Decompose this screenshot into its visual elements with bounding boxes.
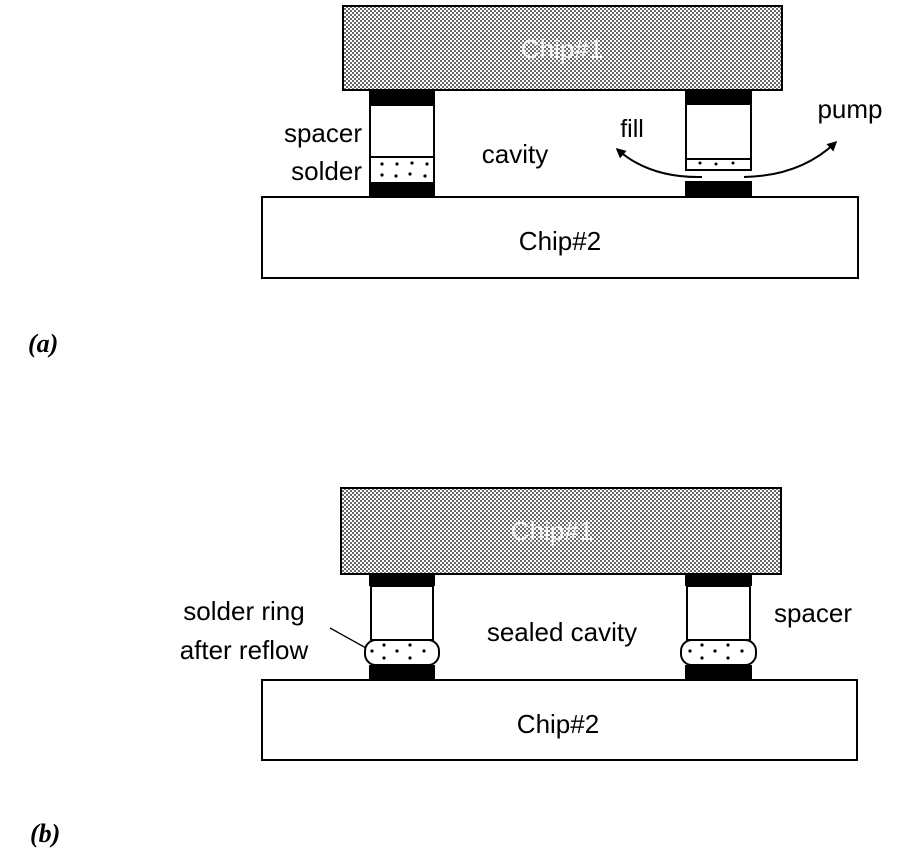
spacer-label-a: spacer	[284, 118, 362, 148]
solder-dots-right-b	[688, 643, 744, 660]
chip1-b-body	[340, 487, 782, 575]
left-spacer-stack-b	[364, 574, 440, 680]
solder-ring-label-line1: solder ring	[183, 596, 304, 626]
chip2-b: Chip#2	[261, 679, 858, 761]
bottom-pad-right-b	[685, 665, 752, 680]
right-spacer-stack-b	[680, 574, 757, 680]
pump-arrow-icon	[743, 140, 838, 178]
panel-a-label: (a)	[28, 329, 58, 358]
solder-dots-right-a	[698, 161, 735, 166]
solder-dots-left-a	[380, 161, 429, 178]
bottom-pad-left-a	[369, 183, 435, 197]
left-spacer-stack-a	[369, 90, 435, 197]
top-pad-left-a	[369, 90, 435, 105]
right-spacer-stack-a	[685, 90, 752, 197]
spacer-left-b	[370, 585, 434, 641]
chip2-a: Chip#2	[261, 196, 859, 279]
solder-ring-right-b	[680, 639, 757, 666]
chip1-b: Chip#1	[340, 487, 782, 575]
panel-b: Chip#1 Chip#2	[30, 487, 858, 848]
solder-ring-label-line2: after reflow	[180, 635, 309, 665]
pump-label: pump	[817, 94, 882, 124]
solder-ring-leader-line	[329, 627, 367, 649]
bottom-pad-right-a	[685, 181, 752, 197]
spacer-right-b	[686, 585, 751, 641]
solder-label-a: solder	[291, 156, 362, 186]
top-pad-left-b	[369, 574, 435, 586]
spacer-left-a	[369, 104, 435, 158]
chip1-a-label: Chip#1	[521, 34, 603, 64]
panel-a: Chip#1 Chip#2	[28, 5, 883, 358]
fill-label: fill	[620, 115, 644, 143]
solder-left-a	[369, 156, 435, 184]
top-pad-right-b	[685, 574, 752, 586]
top-pad-right-a	[685, 90, 752, 104]
solder-right-a	[685, 158, 752, 171]
solder-ring-left-b	[364, 639, 440, 666]
chip1-a-body	[342, 5, 783, 91]
chip1-b-label: Chip#1	[511, 516, 593, 546]
chip2-b-body	[261, 679, 858, 761]
spacer-label-b: spacer	[774, 598, 852, 628]
sealed-cavity-label: sealed cavity	[487, 617, 637, 647]
panel-b-label: (b)	[30, 819, 60, 848]
chip2-a-body	[261, 196, 859, 279]
chip2-a-label: Chip#2	[519, 226, 601, 256]
chip2-b-label: Chip#2	[517, 709, 599, 739]
fill-arrow-icon	[615, 148, 703, 179]
chip1-a: Chip#1	[342, 5, 783, 91]
cavity-label-a: cavity	[482, 139, 548, 169]
flow-arrows-a	[615, 140, 838, 179]
bottom-pad-left-b	[369, 665, 435, 680]
spacer-right-a	[685, 103, 752, 160]
solder-dots-left-b	[370, 643, 426, 660]
